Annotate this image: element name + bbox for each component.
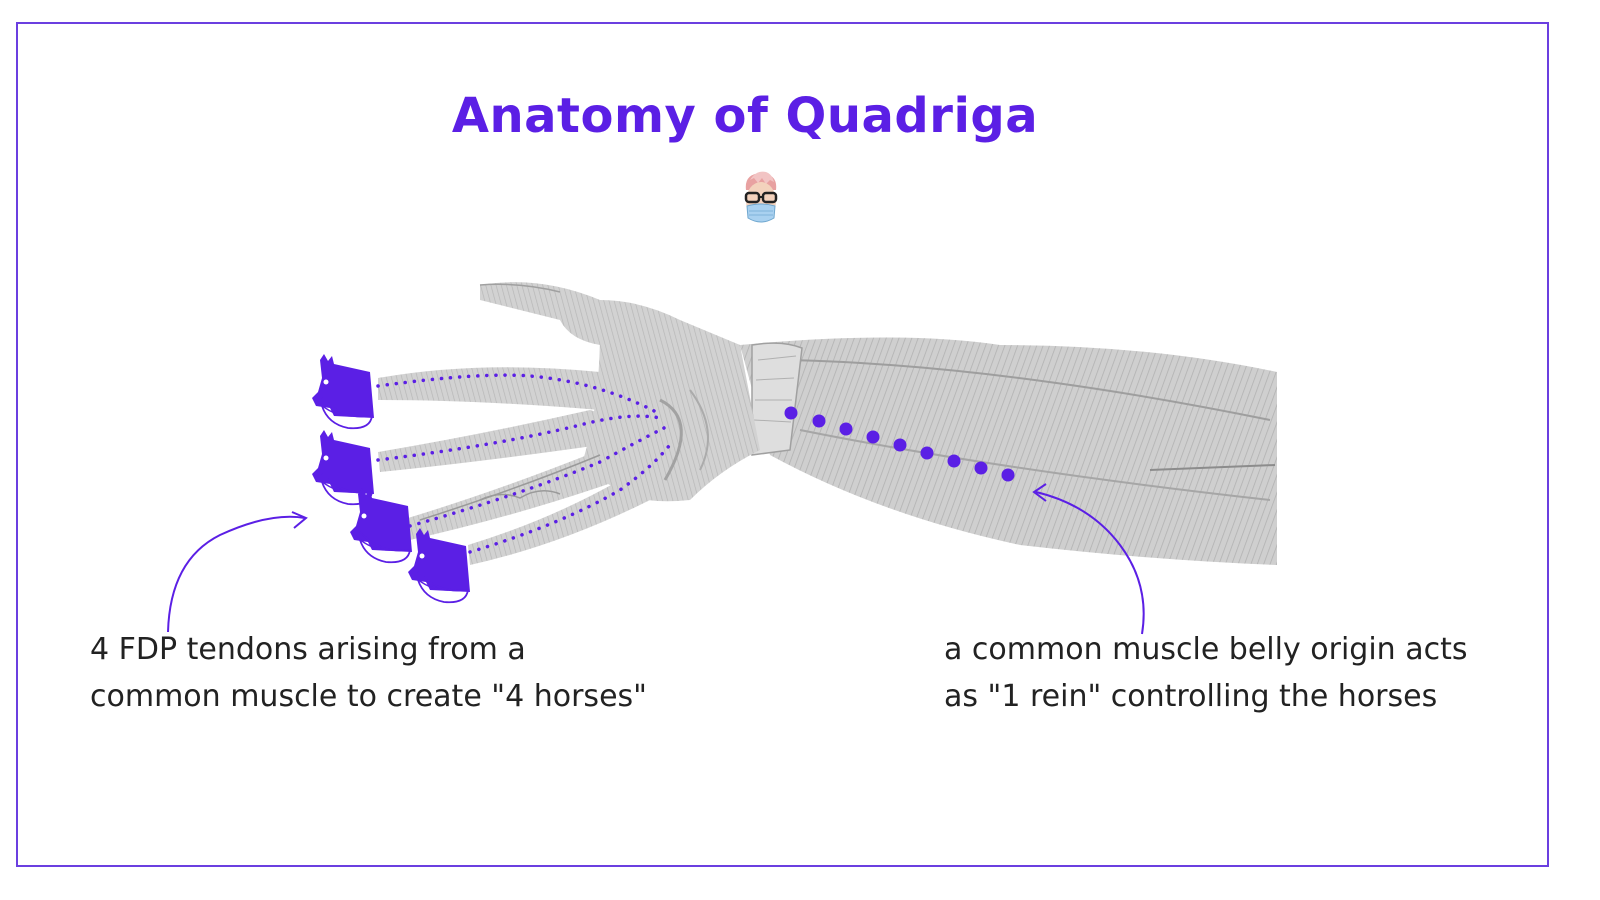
- arrow-to-muscle: [1032, 483, 1145, 635]
- doctor-avatar-icon: [744, 171, 778, 223]
- diagram-frame: [16, 22, 1549, 867]
- caption-one-rein: a common muscle belly origin acts as "1 …: [944, 626, 1468, 720]
- caption-line: common muscle to create "4 horses": [90, 679, 647, 714]
- horse-head-icon: [349, 487, 413, 564]
- caption-line: a common muscle belly origin acts: [944, 632, 1468, 667]
- tendon-1: [376, 373, 662, 416]
- caption-line: 4 FDP tendons arising from a: [90, 632, 526, 667]
- arm-illustration: [378, 282, 1277, 565]
- common-muscle-rein: [784, 406, 1015, 482]
- tendon-4: [468, 440, 674, 554]
- caption-four-horses: 4 FDP tendons arising from a common musc…: [90, 626, 647, 720]
- arrow-to-horses: [167, 511, 308, 633]
- fdp-tendons: [376, 373, 674, 554]
- horse-head-icon: [311, 353, 375, 430]
- diagram-title: Anatomy of Quadriga: [451, 88, 1039, 144]
- tendon-3: [408, 426, 666, 528]
- caption-line: as "1 rein" controlling the horses: [944, 679, 1438, 714]
- horse-head-icon: [407, 527, 471, 604]
